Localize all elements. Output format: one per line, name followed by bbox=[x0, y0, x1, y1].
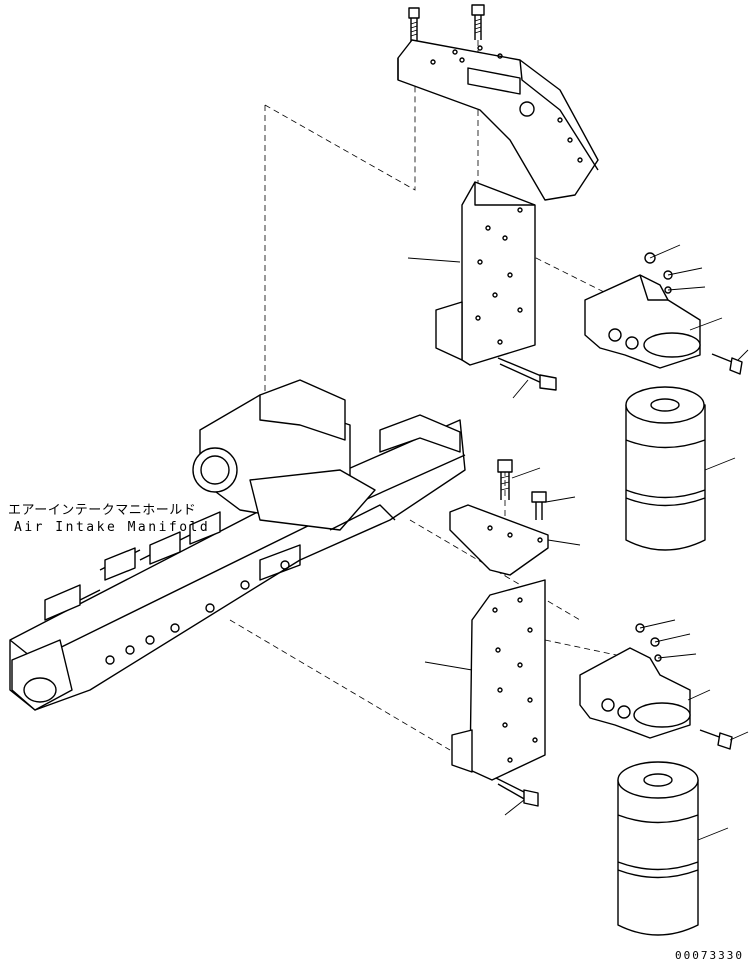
top-bolt-right bbox=[471, 4, 485, 40]
upper-support-bracket bbox=[397, 39, 599, 201]
lower-filter-head bbox=[579, 623, 733, 750]
middle-bolt bbox=[497, 459, 513, 500]
lower-small-bracket bbox=[449, 504, 549, 576]
manifold-label-english: Air Intake Manifold bbox=[14, 520, 211, 535]
leader-lines bbox=[407, 244, 749, 841]
upper-filter-head bbox=[584, 252, 743, 375]
top-bolt-left bbox=[408, 7, 420, 42]
upper-filter-cartridge bbox=[625, 386, 706, 551]
upper-plate-bolt bbox=[497, 357, 557, 391]
lower-filter-cartridge bbox=[617, 761, 699, 936]
manifold-label-japanese: エアーインテークマニホールド bbox=[8, 503, 197, 518]
drawing-code: 00073330 bbox=[675, 949, 744, 962]
middle-bolt-small bbox=[531, 491, 547, 520]
lower-plate-bolt bbox=[495, 777, 539, 807]
upper-mounting-plate bbox=[435, 181, 536, 366]
lower-mounting-plate bbox=[451, 579, 546, 781]
intake-manifold bbox=[9, 379, 466, 711]
